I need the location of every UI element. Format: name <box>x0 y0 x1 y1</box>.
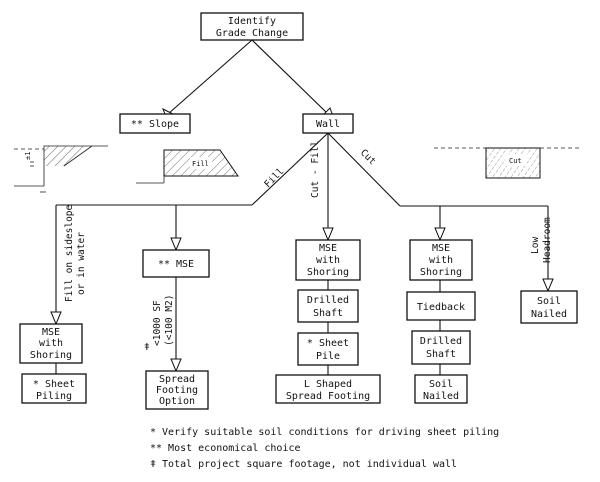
node-slope: ** Slope <box>119 113 191 134</box>
arrowhead-right <box>434 227 446 242</box>
arrowhead-far <box>542 278 554 293</box>
node-mse-shoring-right: MSE with Shoring <box>409 239 473 281</box>
edge-wall-cut <box>327 132 401 207</box>
arrowhead-mse-mid <box>170 237 182 252</box>
node-sheet-pile-center-line-1: * Sheet <box>307 338 349 349</box>
node-drilled-shaft-center-line-1: Drilled <box>307 295 349 306</box>
small-mark: ±1 <box>24 152 32 160</box>
edge-wall-fill <box>251 132 329 206</box>
arrowhead-spread <box>170 358 182 373</box>
fill-sketch-label: Fill <box>192 160 209 168</box>
label-fill-sideslope-1: Fill on sideslope <box>64 204 75 302</box>
node-mse-shoring-right-line-1: MSE <box>432 243 450 254</box>
node-mse-shoring-left-line-2: with <box>39 338 63 349</box>
label-area-1: <1000 SF <box>152 300 163 346</box>
node-mse-shoring-left: MSE with Shoring <box>19 323 83 364</box>
node-l-shaped: L Shaped Spread Footing <box>275 374 381 404</box>
label-area-2: (<100 M2) <box>164 295 175 346</box>
node-sheet-piling-left-line-2: Piling <box>36 391 72 402</box>
fill-sketch-small: ±1 <box>14 145 108 193</box>
node-drilled-shaft-right-line-1: Drilled <box>420 336 462 347</box>
connectors <box>55 39 549 375</box>
label-fill-sideslope-2: or in water <box>76 232 87 295</box>
node-drilled-shaft-right: Drilled Shaft <box>411 330 471 365</box>
node-mse-shoring-left-line-3: Shoring <box>30 350 72 361</box>
node-soil-nailed-far-line-2: Nailed <box>531 309 567 320</box>
node-wall-line-1: Wall <box>316 119 340 130</box>
node-spread-footing-line-1: Spread <box>159 374 195 385</box>
label-low-headroom-2: Headroom <box>542 217 553 263</box>
edge-identify-slope <box>167 39 253 115</box>
node-mse-shoring-center-line-1: MSE <box>319 243 337 254</box>
legend-line-2: ** Most economical choice <box>150 443 301 454</box>
node-sheet-pile-center-line-2: Pile <box>316 351 340 362</box>
node-sheet-piling-left-line-1: * Sheet <box>33 379 75 390</box>
arrowhead-center <box>322 227 334 242</box>
label-fill: Fill <box>262 166 286 190</box>
label-cut-fill: Cut - Fill <box>310 141 321 198</box>
legend: * Verify suitable soil conditions for dr… <box>150 427 499 470</box>
node-drilled-shaft-center: Drilled Shaft <box>297 289 359 323</box>
node-sheet-pile-center: * Sheet Pile <box>297 332 359 366</box>
node-soil-nailed-far-line-1: Soil <box>537 296 561 307</box>
fill-sketch: Fill <box>136 149 239 184</box>
node-spread-footing: Spread Footing Option <box>145 370 209 410</box>
arrowhead-left <box>50 311 62 326</box>
legend-line-3: ǂ Total project square footage, not indi… <box>150 459 457 470</box>
node-soil-nailed-right-line-2: Nailed <box>423 391 459 402</box>
node-mse-shoring-right-line-3: Shoring <box>420 267 462 278</box>
cut-sketch-label: Cut <box>509 157 522 165</box>
node-spread-footing-line-2: Footing <box>156 385 198 396</box>
node-mse-mid: ** MSE <box>142 249 210 278</box>
node-identify: Identify Grade Change <box>200 12 304 41</box>
label-low-headroom-1: Low <box>530 237 541 254</box>
node-sheet-piling-left: * Sheet Piling <box>21 373 87 404</box>
node-tiedback: Tiedback <box>406 291 476 321</box>
node-soil-nailed-right-line-1: Soil <box>429 379 453 390</box>
node-wall: Wall <box>302 113 354 134</box>
node-slope-line-1: ** Slope <box>131 119 179 130</box>
node-mse-shoring-center-line-3: Shoring <box>307 267 349 278</box>
cut-sketch: Cut <box>434 147 580 179</box>
node-mse-shoring-left-line-1: MSE <box>42 327 60 338</box>
node-mse-shoring-right-line-2: with <box>429 255 453 266</box>
node-identify-line-1: Identify <box>228 16 276 27</box>
node-spread-footing-line-3: Option <box>159 396 195 407</box>
node-mse-shoring-center-line-2: with <box>316 255 340 266</box>
node-tiedback-line-1: Tiedback <box>417 302 465 313</box>
legend-line-1: * Verify suitable soil conditions for dr… <box>150 427 499 438</box>
edge-identify-wall <box>251 39 329 115</box>
node-soil-nailed-far: Soil Nailed <box>520 290 578 324</box>
node-drilled-shaft-right-line-2: Shaft <box>426 349 456 360</box>
node-drilled-shaft-center-line-2: Shaft <box>313 308 343 319</box>
node-identify-line-2: Grade Change <box>216 28 288 39</box>
node-mse-shoring-center: MSE with Shoring <box>295 239 361 281</box>
node-l-shaped-line-2: Spread Footing <box>286 391 370 402</box>
node-soil-nailed-right: Soil Nailed <box>414 374 468 404</box>
label-area-mark: ǂ <box>144 342 150 353</box>
node-l-shaped-line-1: L Shaped <box>304 379 352 390</box>
label-cut: Cut <box>358 147 378 167</box>
node-mse-mid-line-1: ** MSE <box>158 259 194 270</box>
